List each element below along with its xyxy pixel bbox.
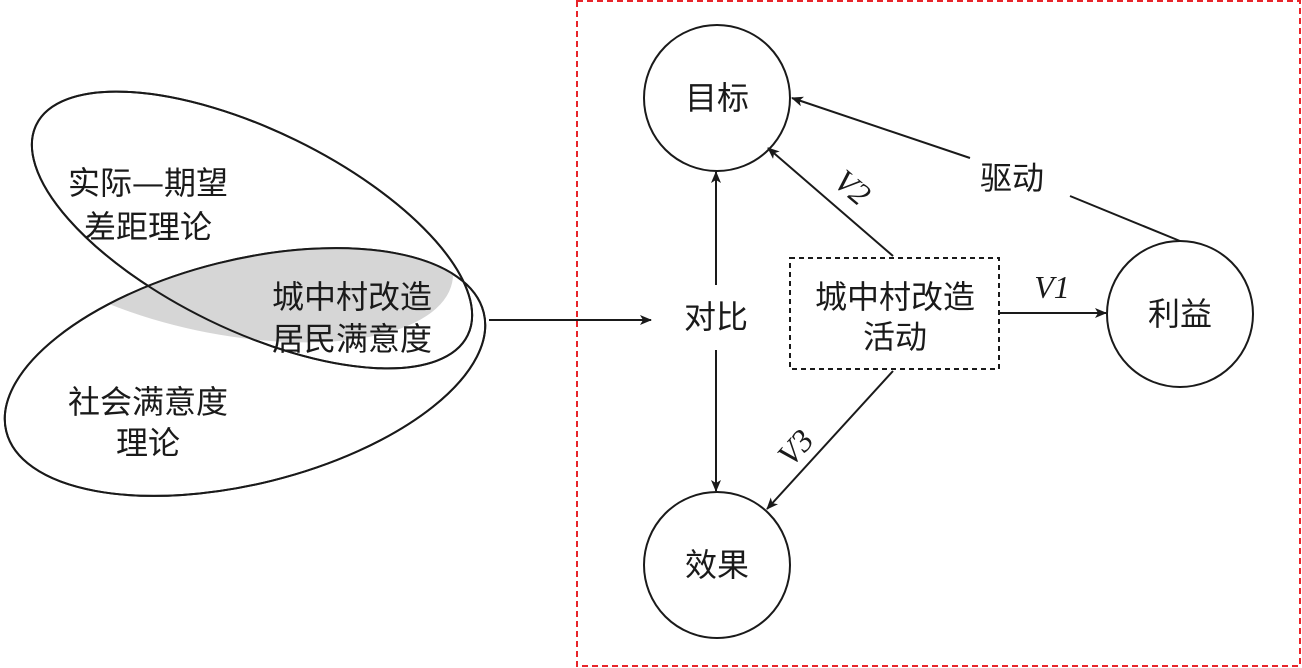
satisfaction-theory-label-line2: 理论 xyxy=(116,424,180,462)
v1-label: V1 xyxy=(1034,269,1070,305)
activity-label-line2: 活动 xyxy=(863,318,927,356)
goal-label: 目标 xyxy=(685,79,749,117)
effect-label: 效果 xyxy=(685,546,749,584)
interest-label: 利益 xyxy=(1148,295,1212,333)
drive-arrow xyxy=(791,96,971,159)
effect-node xyxy=(643,491,791,639)
v3-arrow xyxy=(766,370,894,510)
v2-arrow xyxy=(767,147,894,257)
satisfaction-theory-label-line1: 社会满意度 xyxy=(68,383,228,421)
overlap-label-line2: 居民满意度 xyxy=(272,320,432,358)
gap-theory-label-line2: 差距理论 xyxy=(84,208,212,246)
model-frame xyxy=(576,0,1301,667)
overlap-region xyxy=(4,248,473,381)
drive-label: 驱动 xyxy=(980,159,1044,197)
overlap-label-line1: 城中村改造 xyxy=(272,278,432,316)
v3-label: V3 xyxy=(770,422,821,473)
satisfaction-theory-ellipse xyxy=(3,247,487,497)
drive-line-lower xyxy=(1069,195,1181,242)
gap-theory-ellipse xyxy=(30,90,474,370)
gap-theory-label-line1: 实际—期望 xyxy=(68,164,228,202)
compare-label: 对比 xyxy=(684,298,748,336)
activity-label-line1: 城中村改造 xyxy=(815,278,975,316)
